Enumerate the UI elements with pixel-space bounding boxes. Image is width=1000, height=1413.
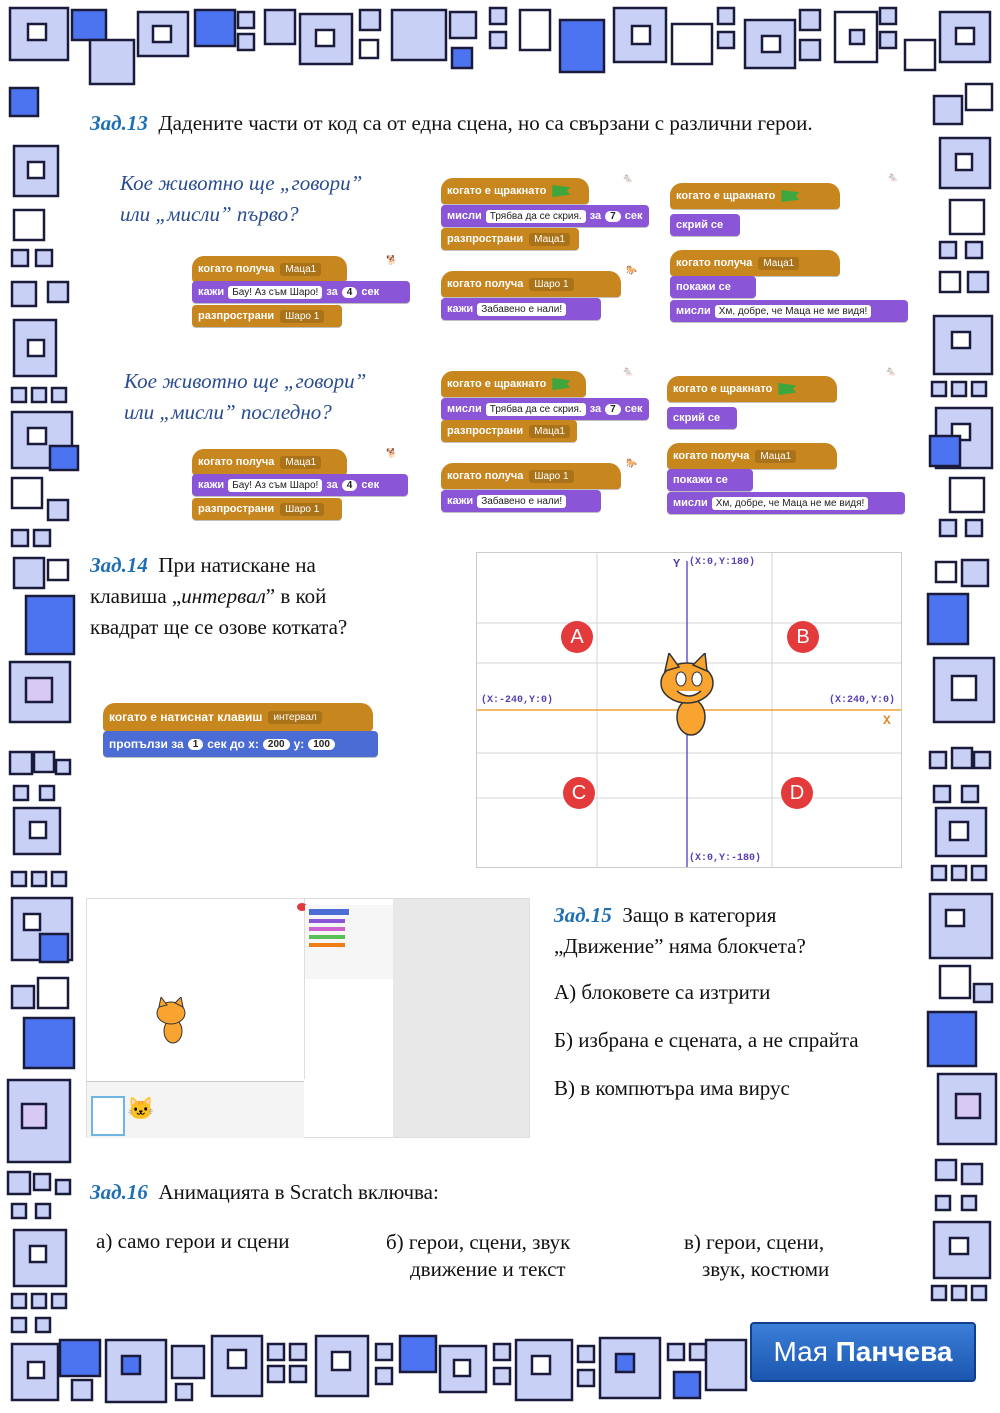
task14-label: Зад.14 [90, 553, 148, 577]
task14-line1: При натискане на [158, 553, 316, 577]
cat-sprite-icon [156, 997, 186, 1044]
question-first-line2: или „мисли” първо? [120, 202, 299, 226]
y-axis-label: Y [673, 557, 681, 571]
horse-sprite-icon: 🐎 [626, 458, 638, 468]
question-last-line1: Кое животно ще „говори” [124, 369, 367, 393]
author-first-name: Мая [773, 1336, 828, 1367]
stage-thumbnail[interactable] [91, 1096, 125, 1136]
question-last-line2: или „мисли” последно? [124, 400, 332, 424]
task16-option-b: б) герои, сцени, звук движение и текст [386, 1230, 571, 1281]
cat-thumbnail-icon[interactable]: 🐱 [127, 1096, 155, 1121]
task13-heading: Зад.13 Дадените части от код са от една … [90, 111, 813, 136]
task14-line3: квадрат ще се озове котката? [90, 615, 348, 639]
block-when-clicked: когато е щракнато [441, 371, 586, 397]
task16-option-c: в) герои, сцени, звук, костюми [684, 1230, 830, 1281]
mouse-sprite-icon: 🐁 [885, 366, 897, 376]
quadrant-a: A [561, 621, 593, 653]
task15-line1: Защо в категория [622, 903, 777, 927]
task16-label: Зад.16 [90, 1180, 148, 1204]
dog-sprite-icon: 🐕 [386, 255, 398, 265]
mouse-sprite-icon: 🐁 [622, 173, 634, 183]
scratch-editor-screenshot: 🐱 [86, 898, 530, 1138]
task16-text: Анимацията в Scratch включва: [158, 1180, 439, 1204]
block-when-clicked: когато е щракнато [670, 183, 840, 209]
x-axis-label: X [883, 713, 891, 728]
task15-text: Зад.15 Защо в категория „Движение” няма … [554, 900, 806, 962]
coord-left: (X:-240,Y:0) [481, 695, 554, 706]
quadrant-b: B [787, 621, 819, 653]
task13-question-first: Кое животно ще „говори” или „мисли” първ… [120, 168, 362, 230]
horse-sprite-icon: 🐎 [626, 265, 638, 275]
block-show: покажи се [667, 469, 753, 491]
coord-bottom: (X:0,Y:-180) [689, 853, 762, 864]
task15-label: Зад.15 [554, 903, 612, 927]
quadrant-d: D [781, 777, 813, 809]
task13-label: Зад.13 [90, 111, 148, 135]
task14-line2: клавиша „интервал” в кой [90, 584, 327, 608]
script-area [393, 899, 529, 1137]
author-last-name: Панчева [835, 1336, 953, 1367]
block-when-clicked: когато е щракнато [667, 376, 837, 402]
mouse-sprite-icon: 🐁 [887, 172, 899, 182]
coord-top: (X:0,Y:180) [689, 557, 756, 568]
scratch-stage-grid: (X:0,Y:180) (X:-240,Y:0) (X:240,Y:0) (X:… [476, 552, 902, 868]
task14-text: Зад.14 При натискане на клавиша „интерва… [90, 550, 347, 643]
green-flag-icon [552, 185, 571, 197]
block-hide: скрий се [667, 407, 737, 429]
task16-option-a: а) само герои и сцени [96, 1229, 290, 1253]
cat-sprite-icon [660, 653, 714, 736]
dog-sprite-icon: 🐕 [386, 448, 398, 458]
green-flag-icon [781, 190, 800, 202]
mouse-sprite-icon: 🐁 [622, 366, 634, 376]
quadrant-c: C [563, 777, 595, 809]
stop-icon [297, 903, 307, 911]
green-flag-icon [552, 378, 571, 390]
task13-text: Дадените части от код са от една сцена, … [158, 111, 813, 135]
task15-line2: „Движение” няма блокчета? [554, 934, 806, 958]
task16-heading: Зад.16 Анимацията в Scratch включва: [90, 1180, 439, 1205]
task13-question-last: Кое животно ще „говори” или „мисли” посл… [124, 366, 366, 428]
editor-stage-area [87, 899, 305, 1079]
block-when-clicked: когато е щракнато [441, 178, 589, 204]
question-first-line1: Кое животно ще „говори” [120, 171, 363, 195]
block-hide: скрий се [670, 214, 740, 236]
task15-option-c: В) в компютъра има вирус [554, 1076, 790, 1100]
task15-option-b: Б) избрана е сцената, а не спрайта [554, 1028, 859, 1052]
sprite-list-panel: 🐱 [87, 1081, 304, 1138]
coord-right: (X:240,Y:0) [829, 695, 896, 706]
category-palette [305, 905, 393, 979]
green-flag-icon [778, 383, 797, 395]
author-sign: Мая Панчева [750, 1322, 976, 1382]
task15-option-a: А) блоковете са изтрити [554, 980, 771, 1004]
block-show: покажи се [670, 276, 756, 298]
